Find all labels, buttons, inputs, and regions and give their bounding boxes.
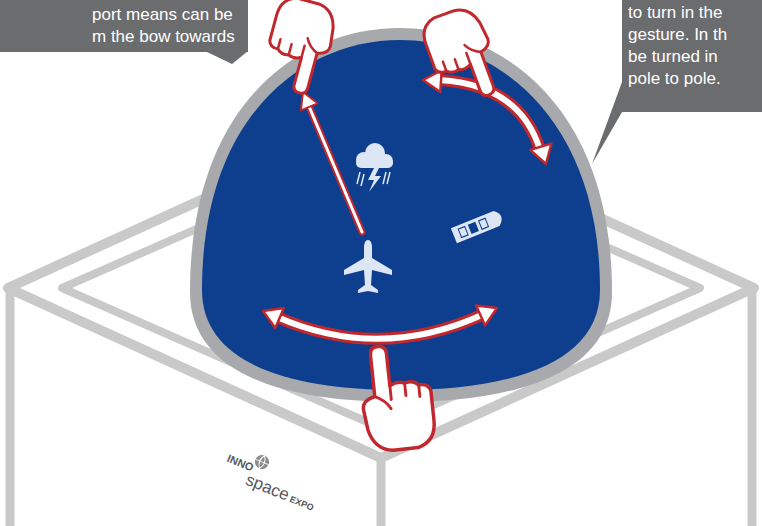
callout-text: to turn in the gesture. In th be turned … <box>628 2 740 90</box>
callout-text: port means can be m the bow towards <box>92 4 242 48</box>
touch-hand <box>418 3 506 109</box>
airplane-icon <box>344 240 392 293</box>
callout-pointer <box>592 82 622 164</box>
callout-box: to turn in the gesture. In th be turned … <box>622 0 762 112</box>
logo-text: space <box>243 470 293 506</box>
rotate-arrow <box>263 305 497 338</box>
globe-dome <box>202 40 600 390</box>
ship-icon <box>451 209 504 243</box>
dome-rim <box>190 28 612 402</box>
touch-hand <box>357 342 437 453</box>
logo-globe <box>253 453 271 471</box>
callout-pointer <box>205 51 248 64</box>
direction-arrow <box>301 92 362 232</box>
storm-icon <box>356 143 393 192</box>
table-edge <box>6 292 15 526</box>
table-edge <box>748 292 757 526</box>
callout-box: port means can be m the bow towards <box>0 0 248 52</box>
table-edge <box>377 456 386 526</box>
touch-hand <box>259 0 341 98</box>
logo-text: EXPO <box>288 494 315 513</box>
